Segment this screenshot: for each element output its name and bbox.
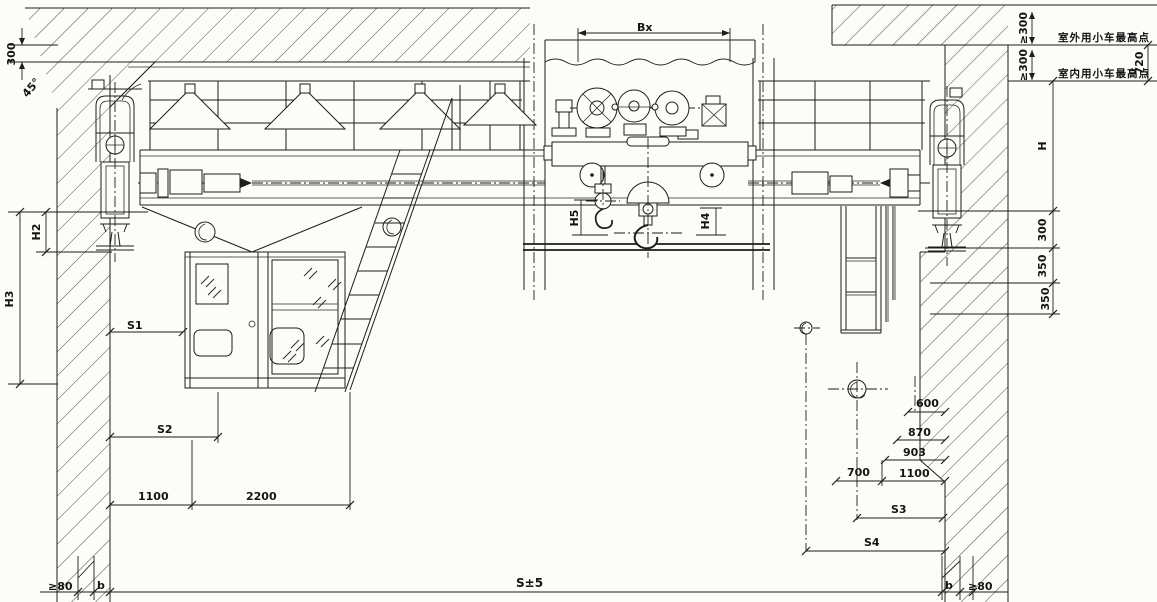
crane-trolley bbox=[543, 87, 757, 188]
maintenance-ladder bbox=[840, 206, 882, 334]
door-handle bbox=[248, 320, 256, 328]
dim-h4-label: H4 bbox=[699, 212, 712, 229]
dim-1100-right-label: 1100 bbox=[899, 467, 930, 480]
conductor-rails bbox=[885, 206, 896, 322]
dim-span-label: S±5 bbox=[516, 576, 543, 590]
edge-left-label: ≥80 bbox=[48, 580, 73, 593]
dim-h2-label: H2 bbox=[30, 224, 43, 241]
crane-wheel bbox=[100, 161, 130, 219]
dim-s1-label: S1 bbox=[127, 319, 143, 332]
dim-600-label: 600 bbox=[916, 397, 939, 410]
dim-b-right-label: b bbox=[945, 579, 953, 592]
dim-roof-thickness-label: 300 bbox=[5, 42, 18, 65]
travel-drive-right bbox=[748, 168, 930, 198]
dim-h-label: H bbox=[1036, 141, 1049, 150]
cab-seat bbox=[193, 329, 233, 357]
mid-column-left bbox=[523, 24, 546, 300]
dim-bx-label: Bx bbox=[637, 21, 652, 34]
dim-s2-label: S2 bbox=[157, 423, 173, 436]
outdoor-trolley-max-label: 室外用小车最高点 bbox=[1058, 31, 1150, 44]
shaft-arrow bbox=[880, 178, 892, 188]
hoist-machinery bbox=[551, 87, 727, 138]
edge-right-label: ≥80 bbox=[968, 580, 993, 593]
dim-350-b-label: 350 bbox=[1039, 287, 1052, 310]
hook-symbol bbox=[194, 221, 216, 243]
bridge-girder bbox=[139, 149, 921, 206]
outdoor-clearance-label: ≥300 bbox=[1017, 12, 1030, 45]
dim-870-label: 870 bbox=[908, 426, 931, 439]
lamp-icon bbox=[462, 83, 538, 126]
indoor-trolley-max-label: 室内用小车最高点 bbox=[1058, 67, 1150, 80]
cab-door-window bbox=[195, 263, 229, 305]
dim-2200-label: 2200 bbox=[246, 490, 277, 503]
cab-suspension bbox=[141, 206, 402, 253]
lamp-icon bbox=[148, 83, 232, 130]
dim-s3-label: S3 bbox=[891, 503, 907, 516]
gear-wheel bbox=[617, 89, 651, 123]
roof-slot-band bbox=[544, 39, 756, 66]
lamp-icon bbox=[263, 83, 347, 130]
dim-h3-label: H3 bbox=[3, 291, 16, 308]
dim-350-a-label: 350 bbox=[1036, 254, 1049, 277]
dim-300-right-label: 300 bbox=[1036, 218, 1049, 241]
hoist-motor bbox=[654, 90, 690, 126]
hook-symbol-a bbox=[828, 362, 888, 520]
rail-left bbox=[96, 223, 134, 251]
dim-903-label: 903 bbox=[903, 446, 926, 459]
building-left bbox=[8, 7, 530, 602]
indoor-clearance-label: ≥300 bbox=[1017, 49, 1030, 82]
end-truck-right bbox=[928, 86, 966, 266]
glass-marks bbox=[200, 267, 342, 363]
cab-window bbox=[271, 259, 339, 375]
hook-symbol bbox=[382, 217, 402, 237]
main-hook bbox=[614, 138, 684, 258]
end-truck-left bbox=[88, 79, 142, 262]
travel-drive-left bbox=[138, 168, 545, 198]
dim-1100-left-label: 1100 bbox=[138, 490, 169, 503]
angle-arc bbox=[121, 83, 142, 101]
floodlight-lamps bbox=[148, 83, 538, 130]
mid-column-right bbox=[752, 24, 775, 300]
aux-hook bbox=[586, 166, 620, 229]
cab-panel bbox=[269, 327, 305, 365]
hook-symbol-b bbox=[794, 321, 820, 551]
staircase bbox=[314, 85, 461, 393]
dim-b-left-label: b bbox=[97, 579, 105, 592]
dim-720-label: 720 bbox=[1133, 51, 1146, 74]
dim-700-label: 700 bbox=[847, 466, 870, 479]
stair-steps bbox=[324, 173, 422, 369]
dim-s4-label: S4 bbox=[864, 536, 880, 549]
dimensions bbox=[8, 12, 1153, 600]
dim-h5-label: H5 bbox=[568, 210, 581, 227]
shaft-arrow bbox=[240, 178, 252, 188]
operator-cab bbox=[184, 251, 346, 389]
